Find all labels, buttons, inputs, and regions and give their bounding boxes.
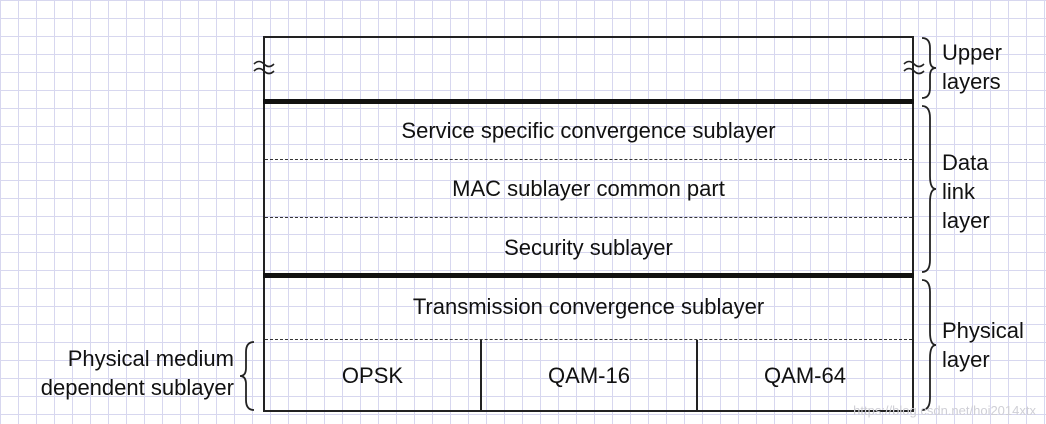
break-mark-left xyxy=(253,60,275,75)
modulation-opsk: OPSK xyxy=(341,363,404,388)
security-sublayer: Security sublayer xyxy=(504,235,673,260)
protocol-stack-frame xyxy=(263,36,914,412)
label-physical-medium-dependent-sublayer: Physical medium dependent sublayer xyxy=(40,346,234,400)
brace-data-link-layer xyxy=(921,105,937,273)
brace-physical-layer xyxy=(921,279,937,411)
cell-divider xyxy=(696,340,698,412)
cell-divider xyxy=(480,340,482,412)
label-upper-layers: Upper layers xyxy=(942,40,1002,94)
dashed-divider xyxy=(265,217,912,218)
service-specific-convergence-sublayer: Service specific convergence sublayer xyxy=(401,118,776,143)
brace-upper-layers xyxy=(921,37,937,99)
label-data-link-layer: Data link layer xyxy=(942,150,990,233)
modulation-qam-16: QAM-16 xyxy=(548,363,630,388)
mac-sublayer-common-part: MAC sublayer common part xyxy=(452,176,725,201)
label-physical-layer: Physical layer xyxy=(942,318,1024,372)
dashed-divider xyxy=(265,159,912,160)
dashed-divider xyxy=(265,339,912,340)
datalink-physical-boundary xyxy=(263,273,914,278)
modulation-qam-64: QAM-64 xyxy=(764,363,846,388)
break-mark-right xyxy=(903,60,925,75)
upper-datalink-boundary xyxy=(263,99,914,104)
brace-physical-medium-dependent xyxy=(239,341,255,411)
transmission-convergence-sublayer: Transmission convergence sublayer xyxy=(412,294,765,319)
watermark: https://blog.csdn.net/hoi2014xtx xyxy=(853,403,1036,418)
